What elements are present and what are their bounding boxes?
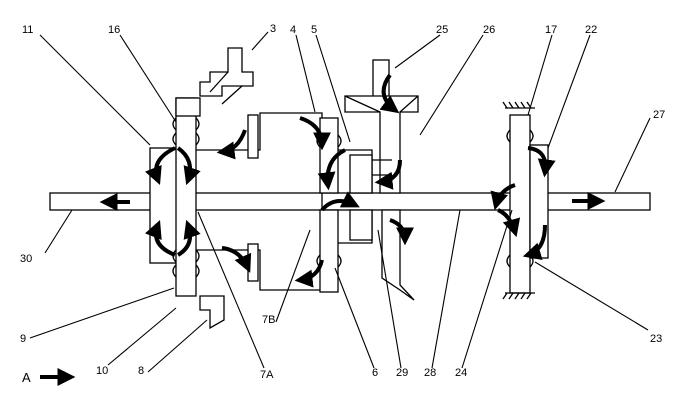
label-11: 11 — [22, 24, 33, 36]
label-3: 3 — [270, 23, 276, 35]
label-8: 8 — [138, 365, 144, 377]
output-8 — [199, 295, 225, 330]
label-17: 17 — [545, 24, 557, 36]
label-22: 22 — [585, 24, 597, 36]
input-shaft-3 — [199, 47, 254, 105]
motion-arrows — [144, 73, 556, 288]
label-30: 30 — [20, 253, 32, 265]
label-29: 29 — [396, 367, 408, 379]
part-labels: 11 16 3 4 5 25 26 17 22 27 30 9 10 8 7A … — [20, 23, 665, 385]
label-26: 26 — [483, 24, 495, 36]
leader-lines — [29, 31, 651, 373]
label-6: 6 — [372, 367, 378, 379]
label-25: 25 — [436, 24, 448, 36]
label-7a: 7A — [260, 369, 274, 381]
label-27: 27 — [653, 109, 665, 121]
view-a-label: A — [22, 370, 31, 385]
label-28: 28 — [424, 367, 436, 379]
middle-gear — [316, 117, 373, 293]
label-23: 23 — [650, 333, 662, 345]
label-16: 16 — [108, 24, 120, 36]
label-10: 10 — [96, 365, 108, 377]
label-9: 9 — [20, 333, 26, 345]
label-5: 5 — [311, 24, 317, 36]
label-4: 4 — [290, 24, 296, 36]
left-gear-housing — [149, 97, 201, 297]
label-24: 24 — [455, 367, 467, 379]
label-7b: 7B — [262, 314, 275, 326]
right-gear — [502, 101, 549, 300]
